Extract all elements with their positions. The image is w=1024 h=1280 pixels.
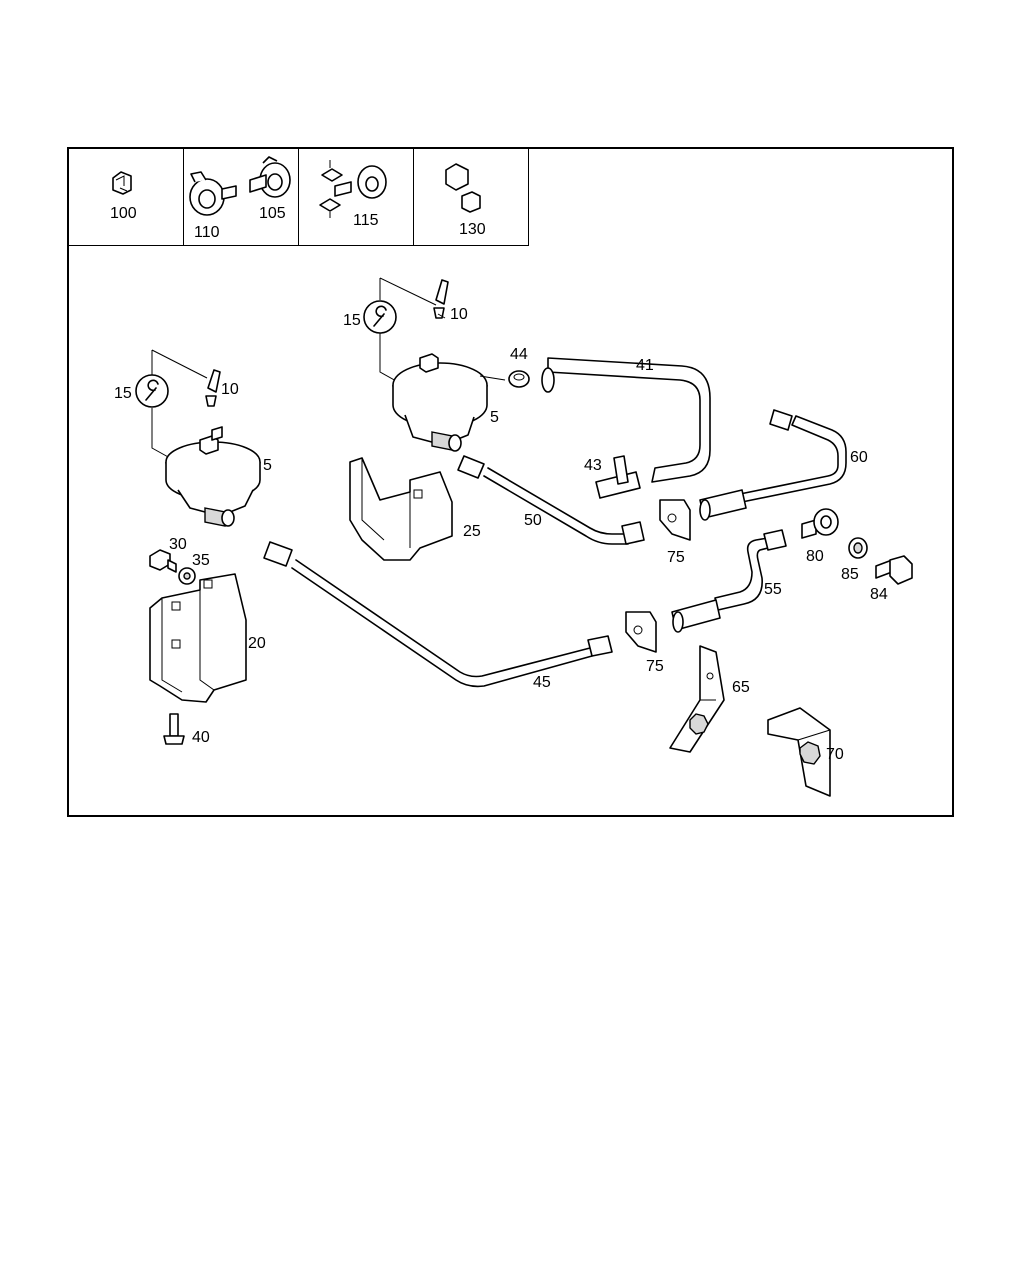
screw-40 [163,713,185,745]
washer-85 [848,537,868,559]
label-10-right: 10 [450,306,468,323]
label-5-right: 5 [490,409,499,426]
line-45 [263,541,613,688]
hose-clamp-105-icon [249,156,291,198]
label-5-left: 5 [263,457,272,474]
inset-cell-100 [69,149,184,246]
bracket-20 [149,573,247,703]
hose-41 [541,357,711,483]
clip-set-115-icon [319,160,387,218]
label-30: 30 [169,536,187,553]
label-55: 55 [764,581,782,598]
label-41: 41 [636,357,654,374]
label-130: 130 [459,221,486,238]
label-25: 25 [463,523,481,540]
bracket-65 [669,645,725,753]
label-84: 84 [870,586,888,603]
label-15-right: 15 [343,312,361,329]
label-60: 60 [850,449,868,466]
label-20: 20 [248,635,266,652]
bracket-75-upper [659,499,691,541]
label-85: 85 [841,566,859,583]
bolt-84 [875,555,913,585]
bracket-25 [349,457,453,561]
label-110: 110 [194,224,220,241]
clamp-44 [508,370,530,388]
label-45: 45 [533,674,551,691]
label-43: 43 [584,457,602,474]
bolt-30 [149,549,177,573]
line-55 [671,529,787,633]
line-60 [699,409,847,521]
label-115: 115 [353,212,379,229]
label-105: 105 [259,205,286,222]
label-75-lower: 75 [646,658,664,675]
clip-100-icon [112,171,132,195]
label-35: 35 [192,552,210,569]
label-80: 80 [806,548,824,565]
washer-35 [178,567,196,585]
label-75-upper: 75 [667,549,685,566]
bracket-75-lower [625,611,657,653]
diagram-frame [67,147,954,817]
label-65: 65 [732,679,750,696]
vacuum-unit-right [363,277,488,452]
hose-clamp-110-icon [189,171,237,216]
vacuum-unit-left [135,349,261,527]
inset-cell-130 [414,149,529,246]
bracket-70 [767,707,831,797]
label-100: 100 [110,205,137,222]
inset-cell-115 [299,149,414,246]
clip-130-icon [445,163,481,213]
label-40: 40 [192,729,210,746]
label-50: 50 [524,512,542,529]
label-70: 70 [826,746,844,763]
label-15-left: 15 [114,385,132,402]
label-44: 44 [510,346,528,363]
line-50 [457,455,645,545]
tee-connector-43 [595,455,641,499]
banjo-fitting-80 [801,508,839,539]
label-10-left: 10 [221,381,239,398]
inset-cell-105-110 [184,149,299,246]
